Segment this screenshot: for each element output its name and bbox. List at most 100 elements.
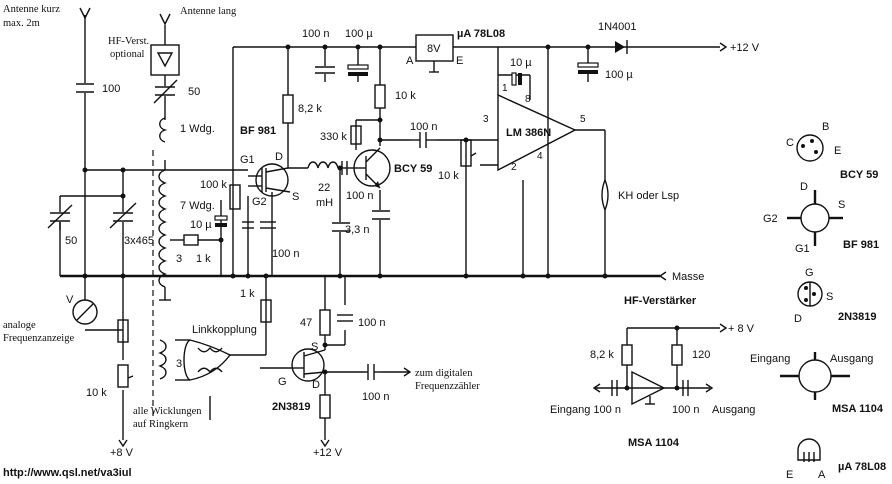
label-pkg-bf981-g1: G1 bbox=[795, 243, 810, 255]
label-num-3-b: 3 bbox=[176, 358, 182, 370]
capacitor-10u-left bbox=[214, 215, 228, 227]
resistor-10k-collector bbox=[374, 84, 386, 109]
label-all-windings-1: alle Wicklungen bbox=[133, 406, 202, 417]
resistor-1k-link bbox=[260, 299, 272, 323]
capacitor-3-3n bbox=[332, 222, 350, 232]
lm386-amplifier bbox=[497, 93, 577, 172]
pkg-2n3819 bbox=[797, 281, 823, 307]
capacitor-100u-top bbox=[347, 47, 369, 82]
label-pkg-78l08: µA 78L08 bbox=[838, 461, 886, 473]
label-all-windings-2: auf Ringkern bbox=[133, 419, 189, 430]
trimmer-50-left bbox=[47, 204, 73, 276]
label-meter-v: V bbox=[66, 294, 74, 306]
label-supply-12v-top: +12 V bbox=[730, 42, 760, 54]
label-antenna-short-size: max. 2m bbox=[3, 18, 40, 29]
label-pkg-bf981-g2: G2 bbox=[763, 213, 778, 225]
label-ind-mh: mH bbox=[316, 197, 333, 209]
label-res-100k: 100 k bbox=[200, 179, 227, 191]
label-pkg-e: E bbox=[786, 469, 793, 481]
label-cap-100n-b: 100 n bbox=[346, 190, 374, 202]
label-res-8-2k: 8,2 k bbox=[298, 103, 322, 115]
label-supply-12v-bottom: +12 V bbox=[313, 447, 343, 459]
transistor-bcy59 bbox=[350, 147, 391, 189]
label-amp-output: Ausgang bbox=[712, 404, 755, 416]
label-hf-amp-optional-1: HF-Verst. bbox=[108, 36, 149, 47]
label-headphone: KH oder Lsp bbox=[618, 190, 679, 202]
terminal-frequency-counter bbox=[403, 367, 412, 377]
label-cap-100n-c: 100 n bbox=[272, 248, 300, 260]
capacitor-100u-right bbox=[577, 47, 599, 82]
label-diode-1n4001: 1N4001 bbox=[598, 21, 637, 33]
terminal-12v-top bbox=[719, 42, 728, 52]
label-pin-5: 5 bbox=[580, 114, 586, 125]
capacitor-100n-source bbox=[337, 314, 353, 322]
label-meter-text-2: Frequenzanzeige bbox=[3, 333, 74, 344]
label-cap-10u-left: 10 µ bbox=[190, 219, 212, 231]
label-pin-8: 8 bbox=[525, 94, 531, 105]
label-amp-msa1104: MSA 1104 bbox=[628, 437, 680, 449]
hf-amp-subcircuit bbox=[592, 323, 728, 406]
junction-dots bbox=[82, 44, 608, 375]
label-pot-10k: 10 k bbox=[86, 387, 107, 399]
label-amp-cap-100n: 100 n bbox=[672, 404, 700, 416]
resistor-8-2k bbox=[282, 94, 294, 124]
label-ind-22: 22 bbox=[318, 182, 330, 194]
label-reg-pin-a: A bbox=[406, 55, 414, 67]
label-antenna-long: Antenne lang bbox=[180, 6, 237, 17]
label-s: S bbox=[292, 191, 299, 203]
link-coupling-coils bbox=[158, 339, 231, 381]
label-fet-g: G bbox=[278, 376, 287, 388]
label-res-10k-pot: 10 k bbox=[438, 170, 459, 182]
capacitor-100n-top bbox=[315, 47, 335, 82]
label-pin-4: 4 bbox=[537, 151, 543, 162]
pot-10k-tuning bbox=[117, 319, 134, 388]
capacitor-100n-bf981 bbox=[242, 221, 276, 229]
label-cap-100u-right: 100 µ bbox=[605, 69, 633, 81]
label-amp-res-8-2k: 8,2 k bbox=[590, 349, 614, 361]
capacitor-base bbox=[341, 161, 348, 175]
label-pkg-bf981-s: S bbox=[838, 199, 845, 211]
capacitor-100n-output bbox=[365, 364, 380, 380]
label-bcy59: BCY 59 bbox=[394, 163, 432, 175]
pkg-78l08 bbox=[797, 438, 821, 462]
label-res-47: 47 bbox=[300, 317, 312, 329]
label-pkg-bf981: BF 981 bbox=[843, 239, 879, 251]
label-pkg-2n-d: D bbox=[794, 313, 802, 325]
label-reg-8v: 8V bbox=[427, 43, 441, 55]
mosfet-bf981 bbox=[248, 163, 291, 197]
label-cap-100n-e: 100 n bbox=[362, 391, 390, 403]
label-hf-amplifier-title: HF-Verstärker bbox=[624, 295, 697, 307]
coil-7-windings bbox=[158, 160, 167, 300]
label-pkg-msa1104: MSA 1104 bbox=[832, 403, 884, 415]
label-link-coupling: Linkkopplung bbox=[192, 324, 257, 336]
label-res-1k-b: 1 k bbox=[240, 288, 255, 300]
label-varicap-3x465: 3x465 bbox=[124, 235, 154, 247]
label-cap-100n-d: 100 n bbox=[358, 317, 386, 329]
label-pkg-2n-g: G bbox=[805, 267, 814, 279]
label-trimmer-50-top: 50 bbox=[188, 86, 200, 98]
label-cap-3-3n: 3,3 n bbox=[345, 224, 369, 236]
label-2n3819: 2N3819 bbox=[272, 401, 311, 413]
antenna-short-symbol bbox=[79, 7, 91, 20]
label-cap-100n-mid: 100 n bbox=[410, 121, 438, 133]
capacitor-100n-coupling bbox=[410, 132, 436, 148]
label-pin-2: 2 bbox=[511, 162, 517, 173]
capacitor-10u-lm386 bbox=[511, 72, 522, 86]
label-reg-pin-e: E bbox=[456, 55, 463, 67]
label-cap-100-a: 100 bbox=[102, 83, 120, 95]
variable-cap-3x465 bbox=[109, 202, 137, 229]
label-res-330k: 330 k bbox=[320, 131, 347, 143]
label-pkg-msa-out: Ausgang bbox=[830, 353, 873, 365]
capacitor-100n-emitter bbox=[372, 210, 390, 220]
label-pkg-2n-s: S bbox=[826, 291, 833, 303]
label-coil-7-windings: 7 Wdg. bbox=[180, 200, 215, 212]
pkg-bf981 bbox=[787, 190, 843, 246]
terminal-masse bbox=[658, 271, 667, 281]
label-pkg-bf981-d: D bbox=[800, 181, 808, 193]
label-antenna-short: Antenne kurz bbox=[3, 4, 60, 15]
label-coil-1-winding: 1 Wdg. bbox=[180, 123, 215, 135]
label-pin-e: E bbox=[834, 145, 841, 157]
label-pkg-bcy59: BCY 59 bbox=[840, 169, 878, 181]
label-pkg-2n3819: 2N3819 bbox=[838, 311, 877, 323]
